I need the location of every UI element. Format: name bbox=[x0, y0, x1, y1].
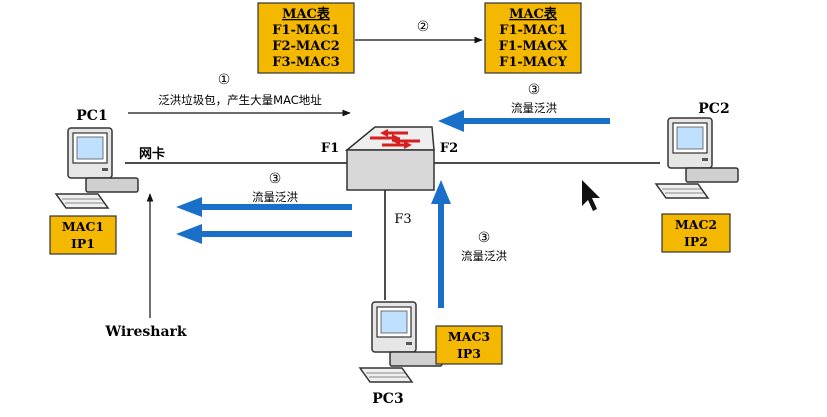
step2-marker: ② bbox=[417, 19, 430, 35]
port-label-f3: F3 bbox=[394, 212, 411, 227]
pc2-computer-icon bbox=[655, 117, 739, 199]
mac-table-after-row: F1-MACY bbox=[499, 55, 567, 70]
pc2-mac: MAC2 bbox=[675, 217, 717, 232]
flood-arrow-to-pc3 bbox=[431, 180, 451, 308]
mac-table-before-row: F2-MAC2 bbox=[272, 39, 340, 54]
step3-marker-pc1: ③ bbox=[269, 171, 282, 187]
pc2-name: PC2 bbox=[698, 101, 729, 117]
pc2-ip: IP2 bbox=[684, 234, 708, 249]
step1-marker: ① bbox=[218, 72, 231, 88]
pc1-computer-icon bbox=[55, 127, 139, 209]
flood-label-pc2: 流量泛洪 bbox=[511, 101, 557, 115]
wireshark-label: Wireshark bbox=[104, 324, 187, 340]
mac-table-after: MAC表 F1-MAC1 F1-MACX F1-MACY bbox=[484, 2, 582, 74]
pc2-address-box: MAC2 IP2 bbox=[661, 213, 731, 253]
port-label-f2: F2 bbox=[440, 141, 458, 156]
cursor-icon bbox=[582, 180, 600, 211]
flood-arrow-to-pc1-lower bbox=[176, 224, 352, 244]
pc3-ip: IP3 bbox=[457, 346, 481, 361]
pc1-nic-label: 网卡 bbox=[139, 146, 165, 162]
step3-marker-pc2: ③ bbox=[528, 82, 541, 98]
mac-table-after-title: MAC表 bbox=[509, 6, 558, 22]
step3-marker-pc3: ③ bbox=[478, 230, 491, 246]
pc3-mac: MAC3 bbox=[448, 329, 490, 344]
port-label-f1: F1 bbox=[321, 141, 339, 156]
flood-label-pc3: 流量泛洪 bbox=[461, 249, 507, 263]
pc3-name: PC3 bbox=[372, 391, 403, 407]
pc1-ip: IP1 bbox=[71, 236, 95, 251]
mac-table-before-row: F1-MAC1 bbox=[272, 23, 340, 38]
flood-arrow-to-pc1-upper bbox=[176, 197, 352, 217]
mac-table-before-row: F3-MAC3 bbox=[272, 55, 340, 70]
pc1-address-box: MAC1 IP1 bbox=[49, 215, 117, 255]
pc1-name: PC1 bbox=[76, 108, 107, 124]
pc1-mac: MAC1 bbox=[62, 219, 104, 234]
pc3-address-box: MAC3 IP3 bbox=[435, 325, 503, 365]
mac-table-before-title: MAC表 bbox=[282, 6, 331, 22]
mac-table-after-row: F1-MACX bbox=[499, 39, 568, 54]
mac-table-before: MAC表 F1-MAC1 F2-MAC2 F3-MAC3 bbox=[257, 2, 355, 74]
step1-text: 泛洪垃圾包，产生大量MAC地址 bbox=[158, 93, 322, 107]
mac-table-after-row: F1-MAC1 bbox=[499, 23, 567, 38]
switch-icon bbox=[344, 126, 435, 191]
flood-label-pc1: 流量泛洪 bbox=[252, 190, 298, 204]
flood-arrow-to-pc2 bbox=[438, 110, 610, 132]
pc3-computer-icon bbox=[359, 301, 443, 383]
